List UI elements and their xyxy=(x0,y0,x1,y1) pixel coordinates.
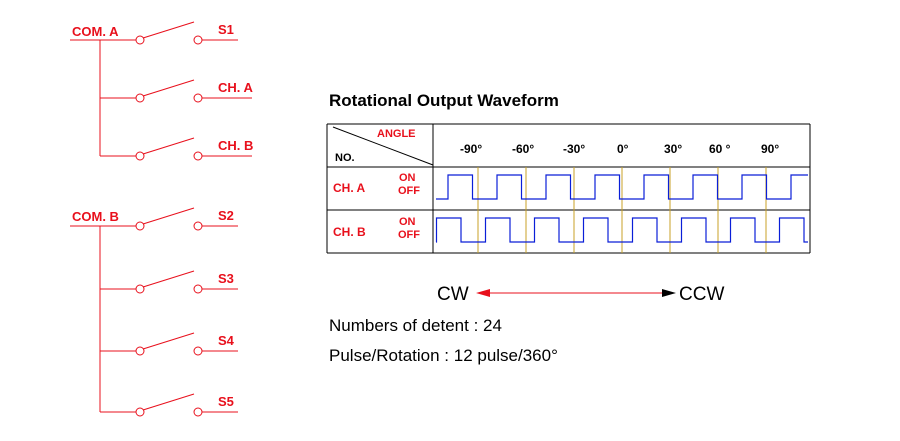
switch-group-a: COM. A S1 CH. A CH. B xyxy=(70,21,254,161)
switch-s3: S3 xyxy=(100,270,238,294)
row-ch-a-label: CH. A xyxy=(333,181,366,195)
s2-label: S2 xyxy=(218,208,234,223)
detent-info: Numbers of detent : 24 xyxy=(329,316,502,335)
switch-group-b: COM. B S2 S3 S4 xyxy=(70,207,238,417)
header-no: NO. xyxy=(335,152,355,164)
switch-ch-b: CH. B xyxy=(100,137,253,161)
angle-markers xyxy=(477,167,767,253)
angle-labels: -90° -60° -30° 0° 30° 60 ° 90° xyxy=(460,142,779,156)
angle-label: 90° xyxy=(761,142,779,156)
angle-label: 30° xyxy=(664,142,682,156)
switch-s4: S4 xyxy=(100,332,238,356)
switch-s2: S2 xyxy=(70,207,238,231)
header-diagonal xyxy=(332,126,434,166)
waveform-table: ANGLE NO. -90° -60° -30° 0° 30° 60 ° 90°… xyxy=(326,123,811,254)
header-angle: ANGLE xyxy=(377,128,416,140)
pulse-info: Pulse/Rotation : 12 pulse/360° xyxy=(329,346,558,365)
switch-s5: S5 xyxy=(100,393,238,417)
s4-label: S4 xyxy=(218,333,235,348)
direction-indicator: CW CCW xyxy=(437,284,724,305)
com-a-label: COM. A xyxy=(72,24,119,39)
row-ch-a-off: OFF xyxy=(398,185,420,197)
row-ch-a-on: ON xyxy=(399,172,416,184)
s5-label: S5 xyxy=(218,394,234,409)
cw-label: CW xyxy=(437,284,469,305)
angle-label: -90° xyxy=(460,142,482,156)
angle-label: 60 ° xyxy=(709,142,731,156)
arrow-left-icon xyxy=(476,289,490,297)
ch-b-switch-label: CH. B xyxy=(218,138,253,153)
angle-label: -60° xyxy=(512,142,534,156)
ccw-label: CCW xyxy=(679,284,724,305)
angle-label: 0° xyxy=(617,142,629,156)
arrow-right-icon xyxy=(662,289,676,297)
row-ch-b-on: ON xyxy=(399,216,416,228)
ch-b-waveform xyxy=(435,217,808,243)
ch-a-switch-label: CH. A xyxy=(218,80,254,95)
row-ch-b-off: OFF xyxy=(398,229,420,241)
angle-label: -30° xyxy=(563,142,585,156)
waveform-title: Rotational Output Waveform xyxy=(329,91,559,110)
s1-label: S1 xyxy=(218,22,234,37)
com-b-label: COM. B xyxy=(72,209,119,224)
ch-a-waveform xyxy=(436,174,808,200)
switch-s1: S1 xyxy=(70,21,238,45)
s3-label: S3 xyxy=(218,271,234,286)
switch-ch-a: CH. A xyxy=(100,79,254,103)
row-ch-b-label: CH. B xyxy=(333,225,366,239)
